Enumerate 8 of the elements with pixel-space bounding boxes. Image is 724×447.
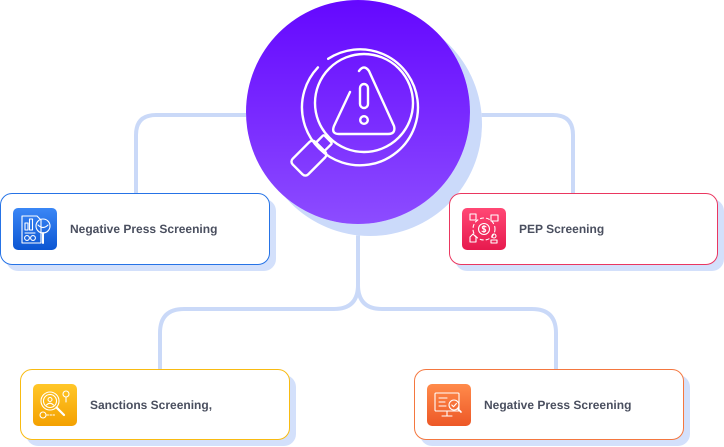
connector-line (134, 113, 246, 193)
node-label: Negative Press Screening (70, 222, 218, 236)
node-label: PEP Screening (519, 222, 604, 236)
node-label: Sanctions Screening, (90, 398, 212, 412)
connector-line (356, 284, 558, 369)
node-label: Negative Press Screening (484, 398, 632, 412)
connector-line (482, 113, 575, 193)
connector-line (356, 235, 360, 285)
